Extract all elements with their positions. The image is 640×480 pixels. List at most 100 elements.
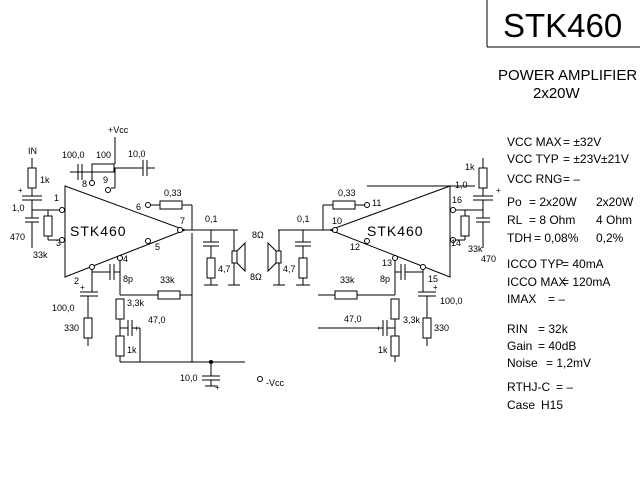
svg-text:8p: 8p: [123, 274, 133, 284]
svg-text:+: +: [496, 186, 501, 195]
svg-text:+: +: [215, 383, 220, 392]
svg-text:0,1: 0,1: [297, 214, 310, 224]
spec-extra: 2x20W: [596, 195, 634, 209]
spec-label: IMAX: [507, 292, 536, 306]
spec-value: = 120mA: [562, 275, 610, 289]
svg-text:4: 4: [123, 254, 128, 264]
power-text: 2x20W: [533, 85, 581, 102]
spec-label: RIN: [507, 322, 528, 336]
svg-text:3,3k: 3,3k: [403, 315, 421, 325]
svg-text:8: 8: [82, 179, 87, 189]
svg-text:0,1: 0,1: [205, 214, 218, 224]
svg-text:8Ω: 8Ω: [250, 272, 262, 282]
svg-text:470: 470: [10, 232, 25, 242]
svg-text:1k: 1k: [40, 175, 50, 185]
svg-text:330: 330: [434, 323, 449, 333]
svg-text:12: 12: [350, 242, 360, 252]
svg-text:+: +: [18, 186, 23, 195]
svg-text:8p: 8p: [380, 274, 390, 284]
spec-label: ICCO TYP: [507, 257, 563, 271]
spec-label: Po: [507, 195, 522, 209]
spec-value: H15: [541, 398, 563, 412]
spec-value: = –: [563, 172, 580, 186]
spec-value: = 8 Ohm: [529, 213, 575, 227]
spec-value: = 40dB: [538, 339, 576, 353]
svg-text:10,0: 10,0: [128, 149, 146, 159]
svg-text:0,33: 0,33: [338, 188, 356, 198]
svg-text:1k: 1k: [378, 345, 388, 355]
svg-text:470: 470: [481, 254, 496, 264]
svg-text:1: 1: [54, 193, 59, 203]
svg-text:10: 10: [332, 216, 342, 226]
subtitle-text: POWER AMPLIFIER: [498, 67, 637, 84]
title-block: STK460 POWER AMPLIFIER 2x20W: [486, 0, 640, 102]
svg-text:3: 3: [56, 238, 61, 248]
spec-label: Noise: [507, 356, 538, 370]
svg-text:100,0: 100,0: [440, 296, 463, 306]
svg-text:33k: 33k: [33, 250, 48, 260]
svg-text:4,7: 4,7: [218, 264, 231, 274]
spec-extra: 0,2%: [596, 231, 624, 245]
svg-text:6: 6: [136, 202, 141, 212]
spec-value: = 2x20W: [529, 195, 577, 209]
left-input-label: IN: [28, 146, 37, 156]
svg-text:9: 9: [103, 175, 108, 185]
left-channel: STK460 IN 1k + 1,0 1 470 3 33k 8 9: [10, 125, 285, 392]
svg-text:33k: 33k: [340, 275, 355, 285]
spec-value: = 40mA: [562, 257, 604, 271]
svg-text:1k: 1k: [127, 345, 137, 355]
svg-text:5: 5: [155, 242, 160, 252]
svg-text:3,3k: 3,3k: [127, 298, 145, 308]
right-amp-triangle: [328, 185, 451, 278]
spec-value: = –: [556, 380, 573, 394]
neg-supply-label: -Vcc: [266, 378, 285, 388]
svg-text:1,0: 1,0: [12, 203, 25, 213]
svg-text:47,0: 47,0: [148, 315, 166, 325]
svg-text:13: 13: [382, 258, 392, 268]
svg-text:33k: 33k: [160, 275, 175, 285]
spec-label: RTHJ-C: [507, 380, 550, 394]
left-input-resistor: [27, 167, 37, 189]
spec-label: VCC MAX: [507, 135, 562, 149]
spec-label: VCC TYP: [507, 152, 559, 166]
svg-text:+: +: [433, 283, 438, 292]
svg-text:47,0: 47,0: [344, 314, 362, 324]
spec-value: = ±23V: [563, 152, 601, 166]
spec-value: = 32k: [538, 322, 569, 336]
spec-value: = ±32V: [563, 135, 601, 149]
spec-value: = 0,08%: [534, 231, 579, 245]
right-chip-label: STK460: [367, 223, 424, 239]
svg-text:330: 330: [64, 323, 79, 333]
spec-extra: ±21V: [601, 152, 629, 166]
svg-text:+: +: [80, 283, 85, 292]
pos-supply-label: +Vcc: [108, 125, 129, 135]
svg-text:14: 14: [451, 238, 461, 248]
spec-label: VCC RNG: [507, 172, 562, 186]
svg-text:16: 16: [452, 195, 462, 205]
svg-text:10,0: 10,0: [180, 373, 198, 383]
svg-text:33k: 33k: [468, 244, 483, 254]
svg-text:15: 15: [428, 274, 438, 284]
svg-text:1k: 1k: [465, 162, 475, 172]
left-amp-triangle: [64, 185, 187, 278]
svg-text:100,0: 100,0: [62, 150, 85, 160]
spec-label: Gain: [507, 339, 532, 353]
svg-text:100,0: 100,0: [52, 303, 75, 313]
svg-text:7: 7: [180, 216, 185, 226]
svg-text:0,33: 0,33: [164, 188, 182, 198]
svg-text:8Ω: 8Ω: [252, 230, 264, 240]
spec-label: Case: [507, 398, 535, 412]
svg-text:100: 100: [96, 150, 111, 160]
spec-label: TDH: [507, 231, 532, 245]
spec-extra: 4 Ohm: [596, 213, 632, 227]
svg-text:11: 11: [372, 198, 381, 208]
spec-value: = 1,2mV: [546, 356, 591, 370]
spec-value: = –: [548, 292, 565, 306]
svg-text:2: 2: [74, 276, 79, 286]
right-channel: STK460 10 11 0,33 0,1 4,7 8Ω: [250, 158, 501, 362]
spec-label: RL: [507, 213, 523, 227]
spec-label: ICCO MAX: [507, 275, 566, 289]
spec-table: VCC MAX = ±32V VCC TYP = ±23V ±21V VCC R…: [507, 135, 634, 412]
